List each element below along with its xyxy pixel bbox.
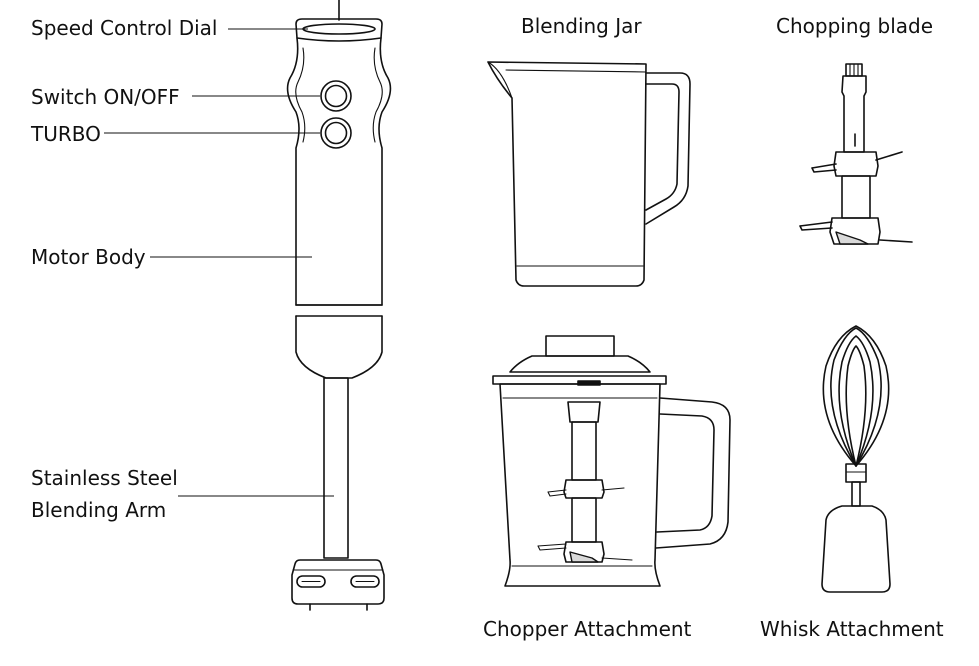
jar-spout xyxy=(487,61,513,99)
label-arm-line-2: Blending Arm xyxy=(31,498,167,522)
jar-handle-inner xyxy=(645,83,680,211)
chopper-lid-dome xyxy=(509,355,651,373)
jar-handle-outer xyxy=(645,72,691,225)
switch-on-off-button xyxy=(320,80,352,112)
jar-body xyxy=(487,61,647,287)
label-arm-line-1: Stainless Steel xyxy=(31,466,178,490)
chopper-handle-inner xyxy=(656,413,715,533)
handle-body xyxy=(286,37,392,306)
motor-body-taper xyxy=(295,315,383,379)
blade-upper-arm xyxy=(811,151,903,173)
guard-slot-right xyxy=(350,575,380,588)
blending-jar xyxy=(487,61,691,287)
chopper-upper-blade-hub xyxy=(563,479,605,499)
blade-lower-arm xyxy=(799,221,913,243)
whisk-shaft xyxy=(851,481,861,507)
chopper-handle-outer xyxy=(655,397,731,549)
hand-blender xyxy=(286,0,392,611)
grip-inner-right xyxy=(372,47,383,143)
chopper-bowl xyxy=(499,383,661,587)
speed-dial-top xyxy=(302,23,376,35)
whisk-wire-1 xyxy=(830,327,882,467)
chopper-attachment xyxy=(492,335,731,587)
chopper-lid-top xyxy=(545,335,615,357)
title-blending-jar: Blending Jar xyxy=(521,14,642,38)
chopper-lower-blade xyxy=(537,543,633,561)
title-chopping-blade: Chopping blade xyxy=(776,14,934,38)
turbo-button xyxy=(320,117,352,149)
chopping-blade xyxy=(799,63,913,245)
title-whisk-attachment: Whisk Attachment xyxy=(760,617,944,641)
label-motor-body: Motor Body xyxy=(31,245,146,269)
chopper-shaft xyxy=(571,421,597,481)
whisk-wire-4 xyxy=(822,325,890,467)
stainless-steel-arm xyxy=(323,377,349,559)
whisk-wire-2 xyxy=(838,335,874,467)
whisk-attachment xyxy=(821,325,891,593)
blade-upper-shaft xyxy=(841,75,867,153)
speed-control-dial xyxy=(295,18,383,42)
blade-lower-wing xyxy=(835,231,869,245)
blade-upper-hub xyxy=(833,151,879,177)
chopper-lid-rim xyxy=(492,375,667,385)
chopper-shaft-top xyxy=(567,401,601,423)
label-speed-control-dial: Speed Control Dial xyxy=(31,16,218,40)
chopper-upper-blade xyxy=(547,487,625,497)
label-switch-on-off: Switch ON/OFF xyxy=(31,85,180,109)
whisk-wire-3 xyxy=(845,345,867,467)
blade-lower-hub xyxy=(829,217,881,245)
blade-guard xyxy=(291,559,385,605)
title-chopper-attachment: Chopper Attachment xyxy=(483,617,692,641)
chopper-lower-wing xyxy=(569,551,599,563)
guard-slot-left xyxy=(296,575,326,588)
blade-lower-shaft xyxy=(841,175,871,219)
chopper-lower-shaft xyxy=(571,497,597,543)
chopper-lower-blade-hub xyxy=(563,541,605,563)
leader-lines xyxy=(104,28,334,497)
label-turbo: TURBO xyxy=(31,122,101,146)
whisk-gearbox xyxy=(821,505,891,593)
chopper-lid-latch xyxy=(577,380,601,386)
jar-rim xyxy=(505,69,647,73)
